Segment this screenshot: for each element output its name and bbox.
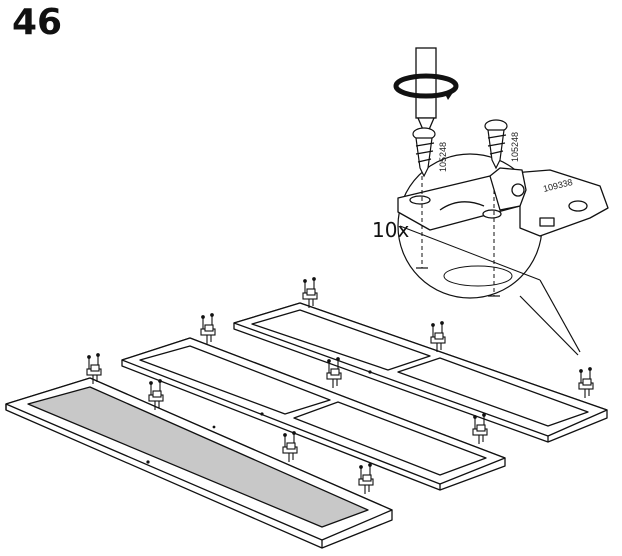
panel-holes: [146, 370, 372, 464]
small-hinge-icon: [326, 357, 342, 388]
screw-code-2: 105248: [510, 132, 520, 162]
rotation-arrow-icon: [393, 73, 459, 100]
screw-code-1: 105248: [438, 142, 448, 172]
screw-icon: [412, 127, 436, 178]
hinge-icon: [397, 167, 609, 237]
small-hinge-icon: [430, 321, 446, 352]
step-number: 46: [12, 2, 63, 43]
quantity-label: 10x: [372, 218, 410, 242]
small-hinge-icon: [358, 463, 374, 494]
small-hinge-icon: [86, 353, 102, 384]
guide-lines: [421, 176, 495, 296]
small-hinge-icon: [148, 379, 164, 410]
screw-icon: [484, 119, 508, 170]
door-panel-front: [5, 377, 393, 549]
small-hinge-icon: [200, 313, 216, 344]
small-hinge-icon: [302, 277, 318, 308]
small-hinge-icon: [578, 367, 594, 398]
door-panel-middle: [121, 337, 506, 491]
small-hinge-icon: [282, 431, 298, 462]
hinge-positions: [86, 277, 594, 494]
screwdriver-icon: [415, 47, 437, 138]
door-panel-back: [233, 302, 608, 443]
small-hinge-icon: [472, 413, 488, 444]
